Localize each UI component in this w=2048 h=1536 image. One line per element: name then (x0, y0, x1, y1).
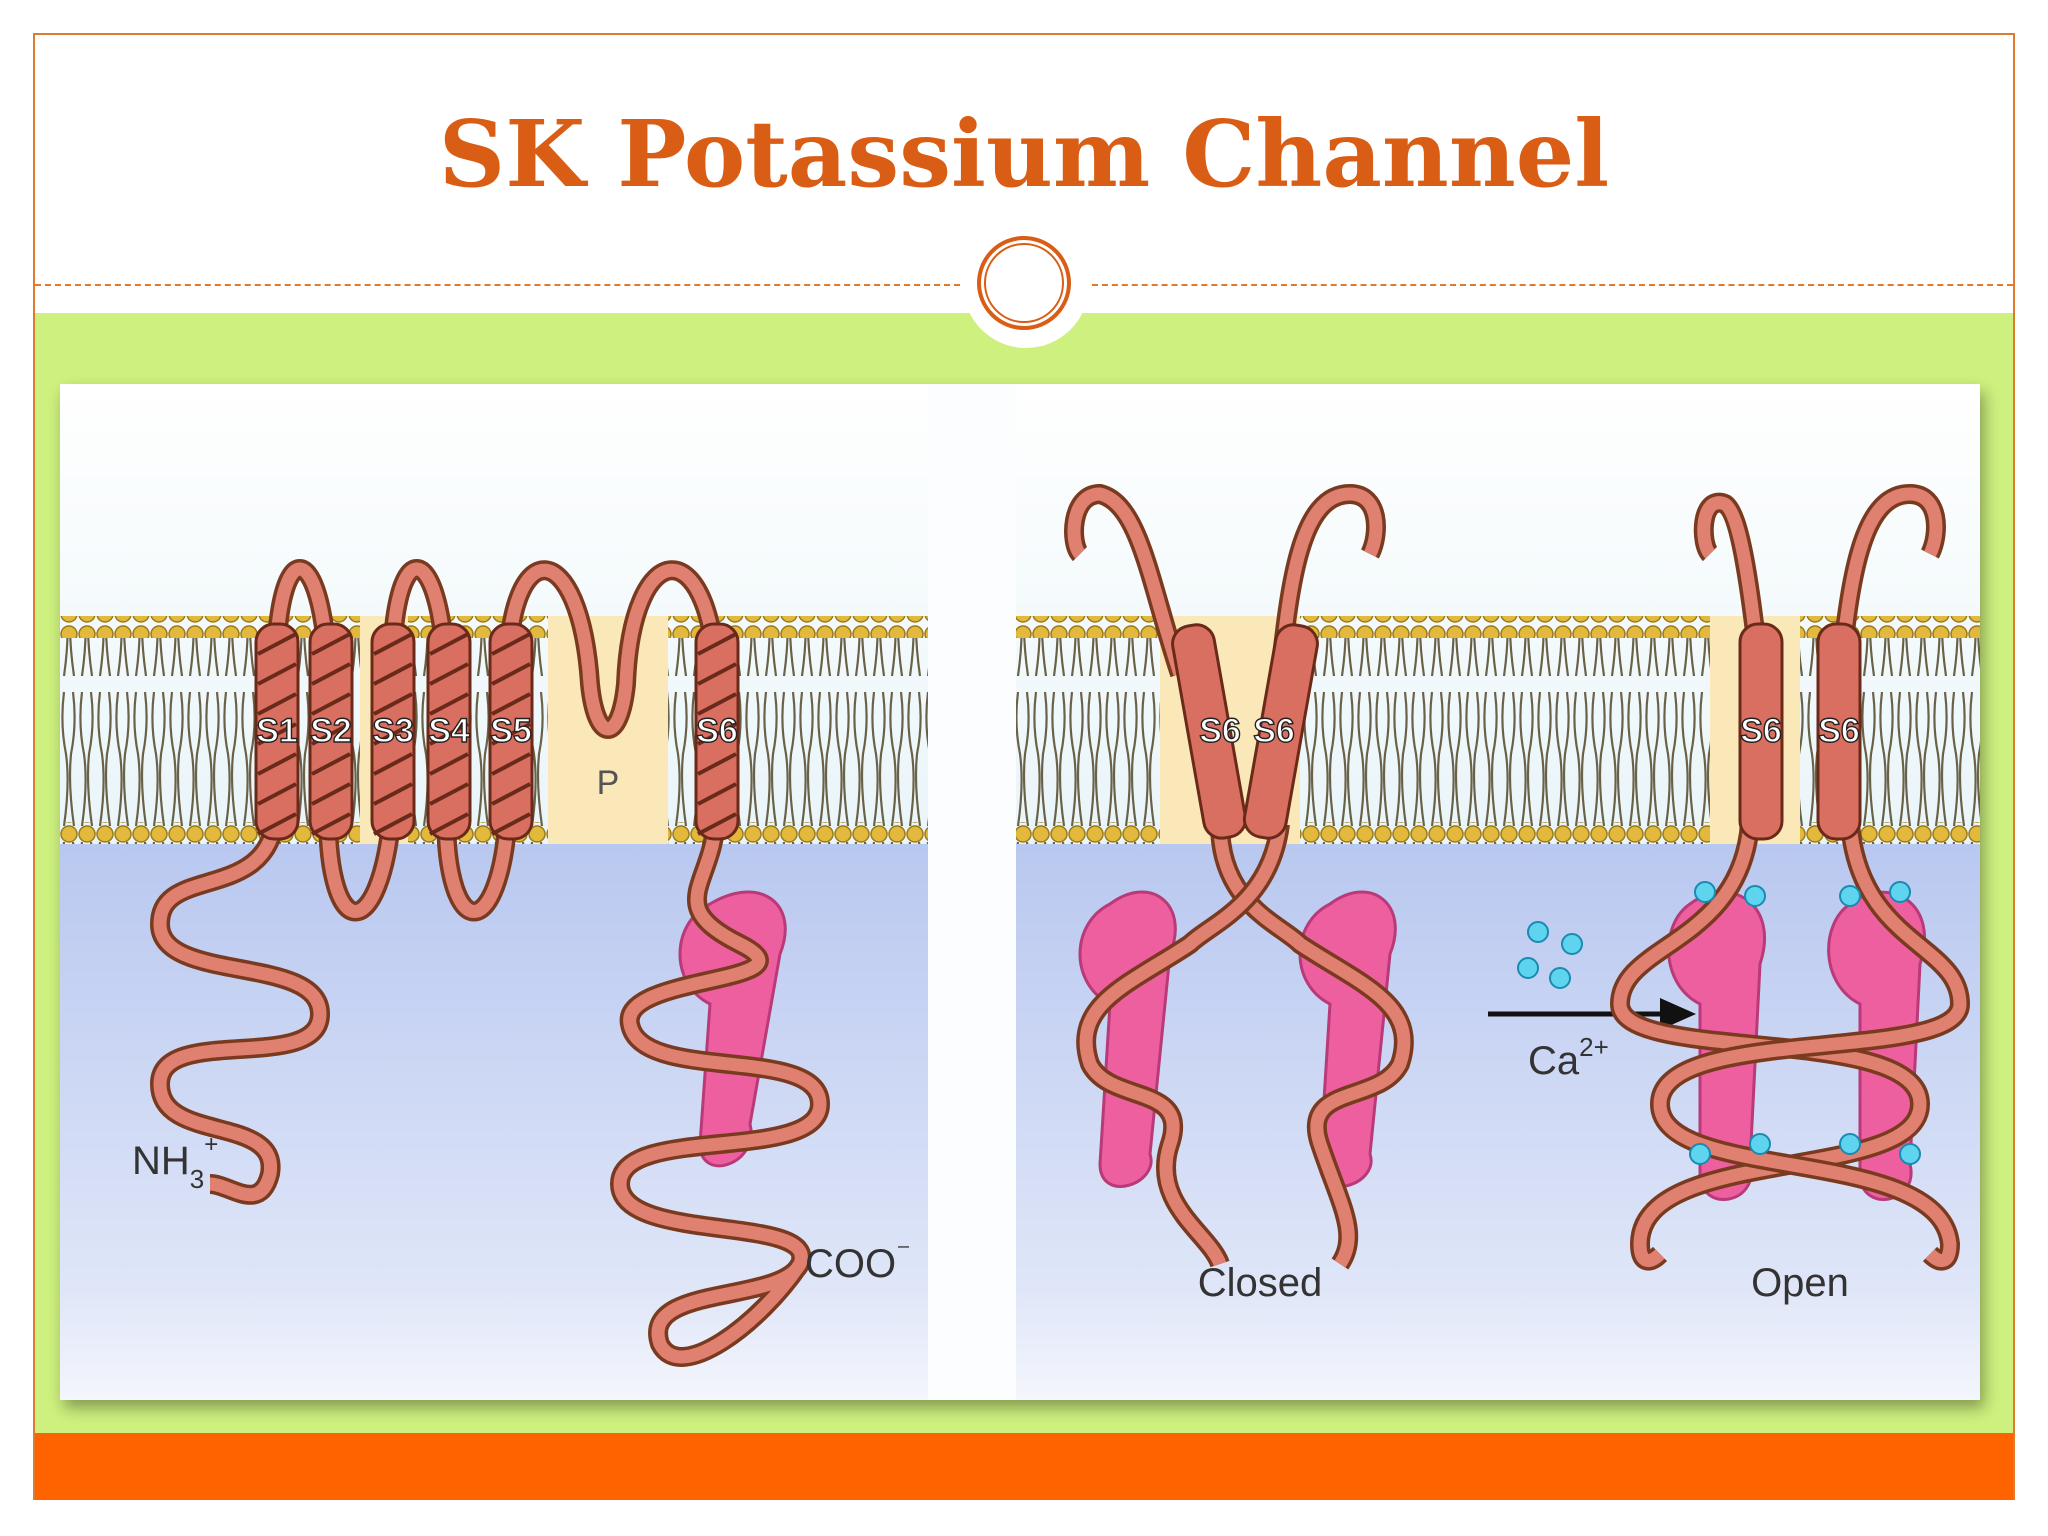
segment-label-s5: S5 (490, 712, 532, 750)
calcium-label: Ca2+ (1528, 1032, 1609, 1083)
panel-gutter (928, 384, 1016, 1400)
channel-diagram: S1 S2 S3 S4 S5 S6 P NH3+ COO⁻ (60, 384, 1980, 1400)
helix-s4 (426, 622, 472, 841)
state-label-open: Open (1751, 1261, 1849, 1305)
pore-label: P (597, 764, 620, 802)
segment-label-s6-open-right: S6 (1818, 712, 1860, 750)
channel-diagram-svg: S1 S2 S3 S4 S5 S6 P NH3+ COO⁻ (60, 384, 1980, 1400)
state-label-closed: Closed (1198, 1261, 1323, 1305)
helix-s3 (370, 622, 416, 841)
segment-label-s6-closed-right: S6 (1253, 712, 1295, 750)
helix-s6-open-left (1738, 622, 1784, 841)
title-divider-left (35, 284, 960, 286)
segment-label-s2: S2 (310, 712, 352, 750)
slide-title: SK Potassium Channel (438, 100, 1610, 208)
bound-calcium-ions (1689, 881, 1921, 1165)
helix-s2 (308, 622, 354, 841)
helix-s6-open-right (1816, 622, 1862, 841)
helix-s6-closed-left (1171, 623, 1248, 840)
medallion-inner-ring (984, 243, 1064, 323)
helix-s6 (694, 622, 740, 841)
segment-label-s6-open-left: S6 (1740, 712, 1782, 750)
c-terminus-label: COO⁻ (805, 1236, 911, 1286)
helix-s1 (254, 622, 300, 841)
helix-s6-closed-right (1242, 623, 1319, 840)
left-panel: S1 S2 S3 S4 S5 S6 P NH3+ COO⁻ (60, 384, 928, 1400)
segment-label-s6-closed-left: S6 (1199, 712, 1241, 750)
footer-bar (35, 1433, 2013, 1500)
segment-label-s4: S4 (428, 712, 470, 750)
right-panel: S6 S6 Ca2+ (1016, 384, 1980, 1400)
title-divider-right (1092, 284, 2013, 286)
segment-label-s3: S3 (372, 712, 414, 750)
segment-label-s1: S1 (256, 712, 298, 750)
helix-s5 (488, 622, 534, 841)
calcium-ions (1517, 921, 1583, 989)
segment-label-s6: S6 (696, 712, 738, 750)
n-terminus-label: NH3+ (132, 1131, 218, 1194)
